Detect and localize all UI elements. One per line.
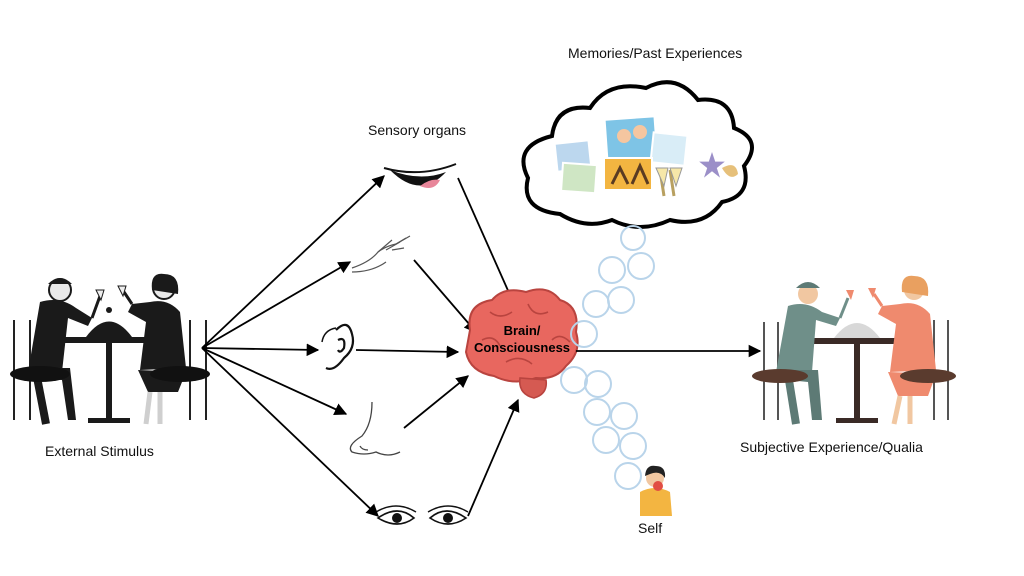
arrow-nose-brain <box>403 375 469 429</box>
label-subjective-experience: Subjective Experience/Qualia <box>740 439 923 455</box>
label-sensory-organs: Sensory organs <box>368 122 467 138</box>
memory-photos-icon <box>553 115 738 197</box>
arrow-ear-brain <box>355 345 460 359</box>
stimulus-arrows <box>201 175 385 517</box>
hand-icon <box>351 235 411 273</box>
bubble <box>627 252 655 280</box>
arrow-hand-brain <box>413 259 477 333</box>
label-self: Self <box>638 520 663 536</box>
bubble <box>582 290 610 318</box>
label-brain: Brain/ Consciousness <box>464 322 580 356</box>
bubble <box>620 225 646 251</box>
bubble <box>614 462 642 490</box>
arrow-to-mouth <box>201 175 385 349</box>
arrow-to-hand <box>201 261 352 349</box>
bubble <box>560 366 588 394</box>
label-memories: Memories/Past Experiences <box>568 45 743 61</box>
label-brain-line1: Brain/ <box>503 323 541 338</box>
organ-arrows <box>355 177 520 517</box>
bubble <box>584 370 612 398</box>
brain-icon <box>464 288 579 399</box>
bubble <box>592 426 620 454</box>
ear-icon <box>321 323 355 370</box>
bubble <box>570 320 598 348</box>
arrow-eyes-brain <box>467 398 520 517</box>
arrow-to-nose <box>201 347 348 416</box>
bubble <box>610 402 638 430</box>
self-person-icon <box>640 465 672 516</box>
eyes-icon <box>375 505 469 525</box>
thought-cloud-icon <box>521 80 754 229</box>
arrow-to-eyes <box>201 347 379 517</box>
couple-dining-icon <box>10 273 210 425</box>
nose-icon <box>349 401 401 456</box>
label-brain-line2: Consciousness <box>473 340 571 355</box>
bubble <box>598 256 626 284</box>
bubble <box>583 398 611 426</box>
thought-bubbles <box>560 225 655 490</box>
arrow-to-ear <box>201 343 320 357</box>
colored-couple-dining-icon <box>752 275 956 425</box>
bubble <box>607 286 635 314</box>
arrow-mouth-brain <box>457 177 516 306</box>
label-external-stimulus: External Stimulus <box>45 443 154 459</box>
mouth-icon <box>383 163 457 188</box>
bubble <box>619 432 647 460</box>
